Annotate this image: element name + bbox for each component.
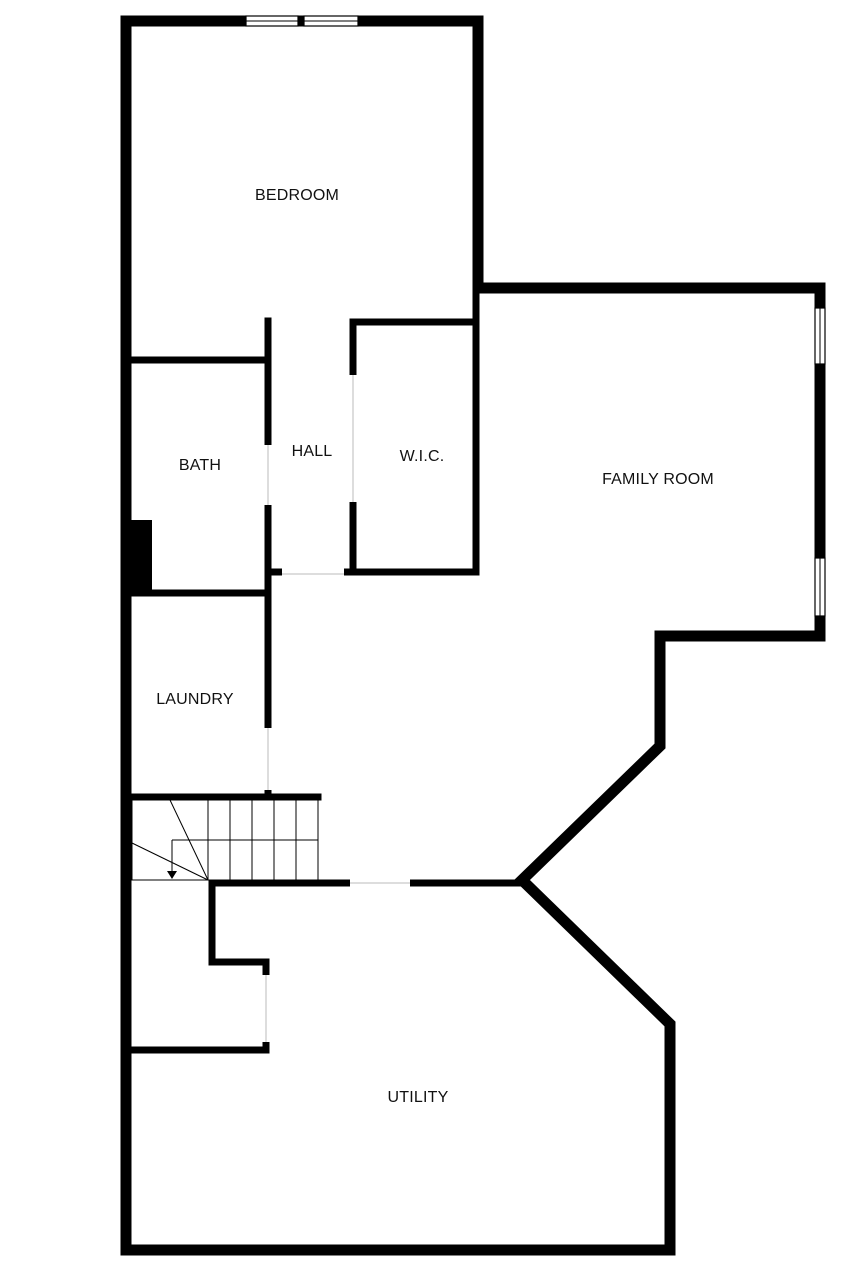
label-bath: BATH (179, 457, 221, 474)
label-wic: W.I.C. (400, 448, 445, 465)
label-hall: HALL (292, 443, 333, 460)
label-utility: UTILITY (388, 1089, 449, 1106)
label-family-room: FAMILY ROOM (602, 471, 714, 488)
label-bedroom: BEDROOM (255, 187, 339, 204)
room-labels: BEDROOM BATH HALL W.I.C. FAMILY ROOM LAU… (156, 187, 714, 1106)
stair-arrow-icon (167, 871, 177, 879)
door-lines (265, 375, 410, 1042)
exterior-walls (120, 15, 826, 1256)
interior-walls (122, 284, 526, 1054)
label-laundry: LAUNDRY (156, 691, 234, 708)
door-openings (259, 375, 410, 1042)
staircase (131, 799, 319, 881)
windows (245, 15, 826, 617)
